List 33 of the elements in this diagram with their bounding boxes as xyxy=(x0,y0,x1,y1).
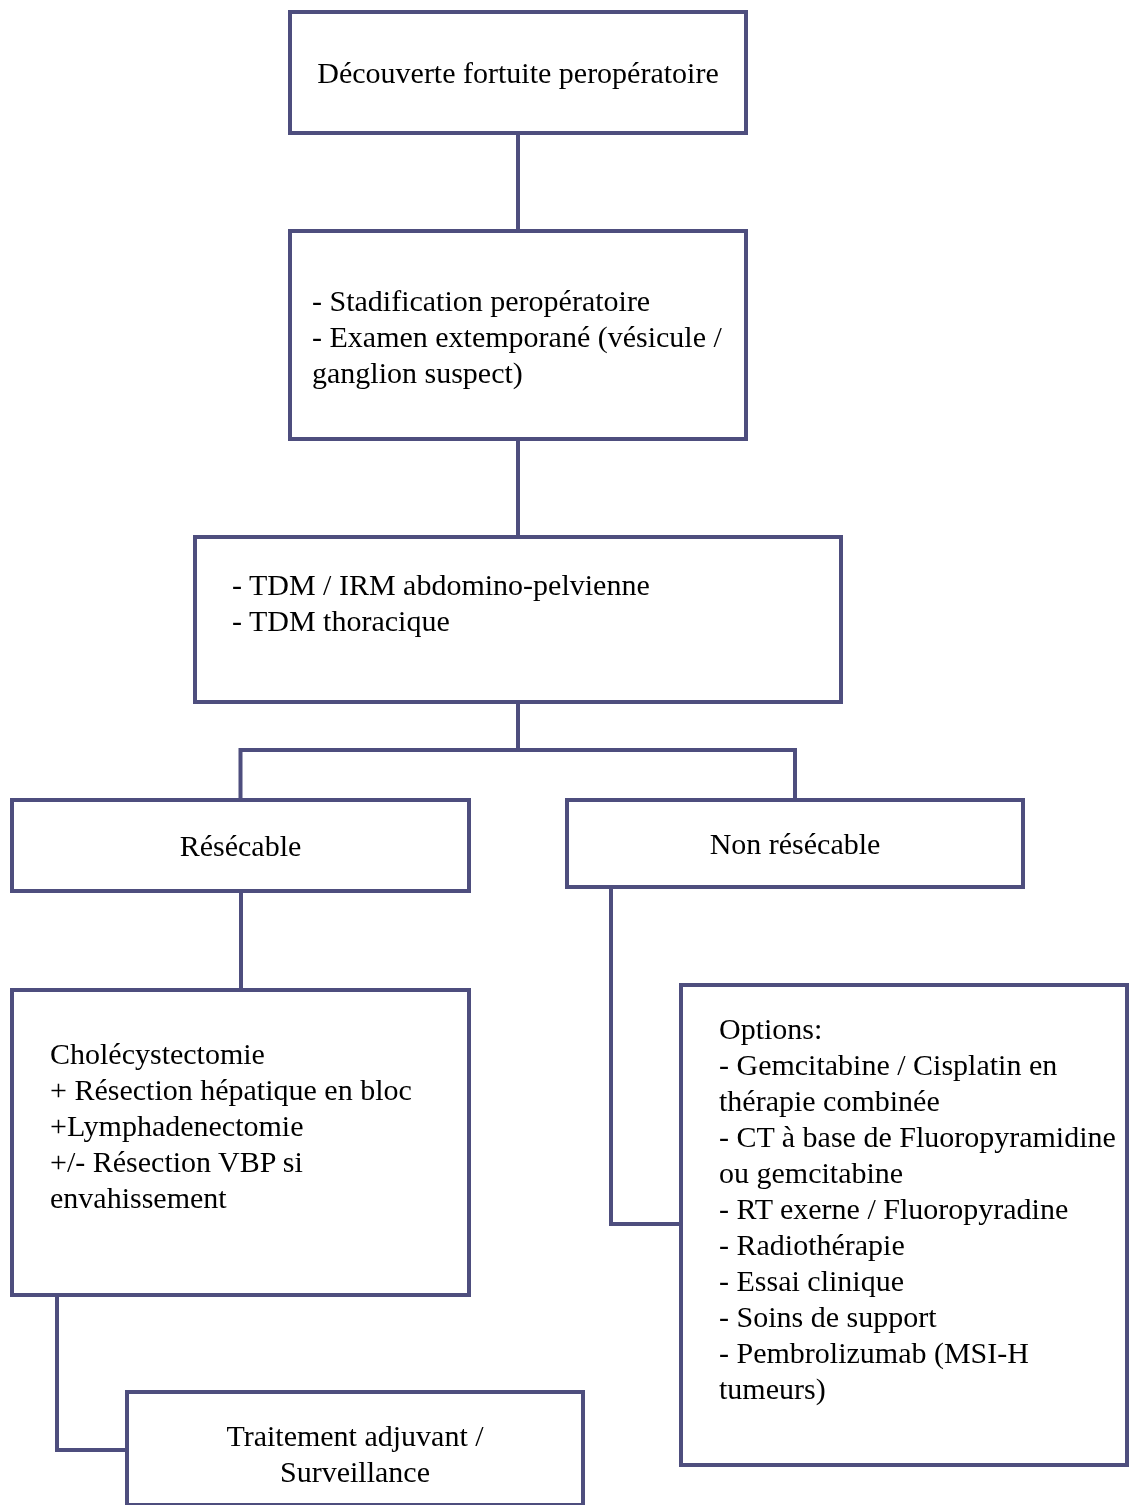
box-text: - Radiothérapie xyxy=(719,1227,905,1263)
box-text: - Stadification peropératoire xyxy=(312,283,651,319)
process-box xyxy=(565,798,1025,889)
box-text: +/- Résection VBP si envahissement xyxy=(50,1144,304,1216)
box-text: Résécable xyxy=(179,827,302,864)
process-box xyxy=(10,798,471,893)
box-text: - CT à base de Fluoropyramidine ou gemcitabine xyxy=(719,1119,1117,1191)
process-box xyxy=(193,535,843,704)
connector-line xyxy=(516,135,520,229)
box-text: Traitement adjuvant / Surveillance xyxy=(225,1418,485,1490)
process-box xyxy=(679,983,1129,1467)
connector-line xyxy=(516,441,520,535)
process-box xyxy=(288,10,748,135)
box-text: - TDM thoracique xyxy=(232,603,450,639)
connector-line xyxy=(239,893,243,988)
box-text: - Pembrolizumab (MSI-H tumeurs) xyxy=(719,1335,1030,1407)
box-text: Non résécable xyxy=(709,826,881,862)
box-text: Options: xyxy=(719,1011,823,1047)
box-text: - Examen extemporané (vésicule / ganglion suspect) xyxy=(312,319,723,391)
connector-line xyxy=(55,1297,125,1452)
box-text: Découverte fortuite peropératoire xyxy=(317,54,719,91)
box-text: - Essai clinique xyxy=(719,1263,904,1299)
box-text: - TDM / IRM abdomino-pelvienne xyxy=(232,567,650,603)
box-text: + Résection hépatique en bloc xyxy=(50,1072,412,1108)
process-box xyxy=(10,988,471,1297)
process-box xyxy=(288,229,748,441)
box-text: - RT exerne / Fluoropyradine xyxy=(719,1191,1069,1227)
box-text: - Soins de support xyxy=(719,1299,937,1335)
box-text: - Gemcitabine / Cisplatin en thérapie combinée xyxy=(719,1047,1059,1119)
connector-line xyxy=(609,889,679,1226)
box-text: +Lymphadenectomie xyxy=(50,1108,304,1144)
process-box xyxy=(125,1390,585,1505)
box-text: Cholécystectomie xyxy=(50,1036,265,1072)
